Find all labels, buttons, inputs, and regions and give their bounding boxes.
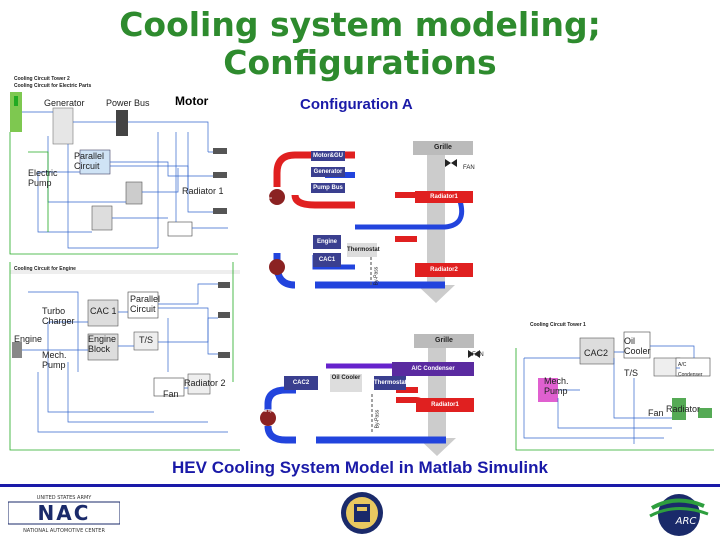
simulink-model-top-left: Cooling Circuit Tower 2 Cooling Circuit … xyxy=(8,72,240,258)
config-a-diagram: Grille FAN Motor&GU Generator Pump Bus E… xyxy=(255,135,480,303)
config-b-ac-condenser: A/C Condenser xyxy=(392,362,474,376)
arc-logo-graphic: ARC xyxy=(649,494,709,536)
bl-ts-label: T/S xyxy=(139,335,154,345)
tl-parallel-circuit-label: Parallel Circuit xyxy=(74,151,105,171)
br-radiator-label: Radiator xyxy=(666,404,701,414)
tl-radiator1-label: Radiator 1 xyxy=(182,186,224,196)
config-a-grille: Grille xyxy=(413,141,473,155)
config-a-pump-bus: Pump Bus xyxy=(311,183,345,193)
tl-motor-label: Motor xyxy=(175,94,209,108)
bl-turbo-charger-label: Turbo Charger xyxy=(42,306,75,326)
footer-divider xyxy=(0,484,720,487)
config-a-pump: Pump xyxy=(263,275,277,281)
br-ac-condenser-label: A/C Condenser xyxy=(678,362,703,378)
bl-cac1-label: CAC 1 xyxy=(90,306,117,316)
nac-logo-graphic: NAC UNITED STATES ARMY NATIONAL AUTOMOTI… xyxy=(7,495,121,534)
tl-electric-pump-label: Electric Pump xyxy=(28,168,58,188)
simulink-wiring-top xyxy=(9,92,238,255)
university-seal xyxy=(340,490,384,536)
config-b-cac2: CAC2 xyxy=(284,376,318,390)
br-cac2-label: CAC2 xyxy=(584,348,609,358)
br-fan-label: Fan xyxy=(648,408,664,418)
config-b-fan: FAN xyxy=(472,352,484,358)
config-b-thermostat: Thermostat xyxy=(374,376,407,390)
tl-power-bus-label: Power Bus xyxy=(106,98,150,108)
simulink-wiring-right xyxy=(515,331,714,451)
config-a-thermostat: Thermostat xyxy=(347,243,380,257)
bl-parallel-circuit-label: Parallel Circuit xyxy=(130,294,161,314)
simulink-wiring-bottom xyxy=(9,262,240,451)
svg-text:ARC: ARC xyxy=(675,516,697,527)
tl-generator-label: Generator xyxy=(44,98,85,108)
config-a-radiator1: Radiator1 xyxy=(415,191,473,203)
simulink-model-bottom-left: Cooling Circuit for Engine Turbo Charger… xyxy=(8,262,240,452)
config-b-radiator1: Radiator1 xyxy=(416,398,474,412)
br-header: Cooling Circuit Tower 1 xyxy=(530,322,586,328)
title-line2: Configurations xyxy=(223,43,497,82)
bl-radiator2-label: Radiator 2 xyxy=(184,378,226,388)
config-a-generator: Generator xyxy=(311,167,345,177)
figure-caption: HEV Cooling System Model in Matlab Simul… xyxy=(172,458,548,477)
config-a-heading: Configuration A xyxy=(300,96,413,113)
tl-header2: Cooling Circuit for Electric Parts xyxy=(14,83,92,89)
nac-logo: NAC UNITED STATES ARMY NATIONAL AUTOMOTI… xyxy=(7,492,121,536)
config-b-pump: Pump xyxy=(260,408,274,414)
simulink-model-bottom-right: Cooling Circuit Tower 1 CAC2 Oil Cooler … xyxy=(514,318,716,452)
config-a-cac1: CAC1 xyxy=(313,253,341,267)
bl-mech-pump-label: Mech. Pump xyxy=(42,350,67,370)
bl-engine-header: Cooling Circuit for Engine xyxy=(14,266,76,272)
config-a-motor-gu: Motor&GU xyxy=(311,151,345,161)
br-oil-cooler-label: Oil Cooler xyxy=(624,336,651,356)
config-a-radiator2: Radiator2 xyxy=(415,263,473,277)
page-title: Cooling system modeling; Configurations xyxy=(0,6,720,82)
seal-icon xyxy=(341,492,383,534)
title-line1: Cooling system modeling; xyxy=(119,5,601,44)
config-a-fan: FAN xyxy=(463,165,475,171)
config-b-bypass: By-Pass xyxy=(374,409,381,429)
bl-engine-block-label: Engine Block xyxy=(88,334,117,354)
arc-logo: ARC xyxy=(646,490,712,536)
nac-logo-letters: NAC xyxy=(38,501,91,525)
svg-text:NATIONAL AUTOMOTIVE CENTER: NATIONAL AUTOMOTIVE CENTER xyxy=(23,528,105,534)
bl-fan-label: Fan xyxy=(163,389,179,399)
config-a-engine: Engine xyxy=(313,235,341,249)
config-a-bypass: By-Pass xyxy=(373,266,380,286)
config-b-grille: Grille xyxy=(414,334,474,348)
tl-header1: Cooling Circuit Tower 2 xyxy=(14,76,70,82)
config-b-oil-cooler: Oil Cooler xyxy=(330,374,362,392)
config-a-flow xyxy=(269,145,465,303)
br-mech-pump-label: Mech. Pump xyxy=(544,376,569,396)
config-a-electric-pump: Electric Pump xyxy=(259,195,273,210)
br-ts-label: T/S xyxy=(624,368,639,378)
config-b-diagram: Grille FAN A/C Condenser CAC2 Oil Cooler… xyxy=(256,330,484,458)
bl-engine-label: Engine xyxy=(14,334,43,344)
svg-text:UNITED STATES ARMY: UNITED STATES ARMY xyxy=(37,495,93,501)
config-b-flow xyxy=(260,334,480,456)
